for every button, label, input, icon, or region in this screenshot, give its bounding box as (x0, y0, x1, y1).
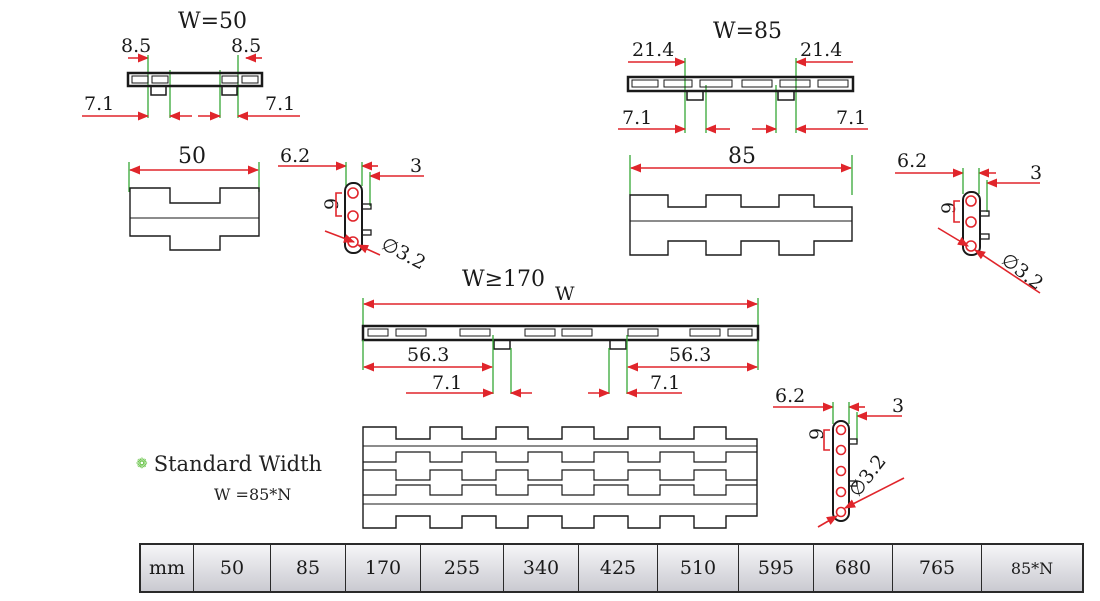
standard-width-label: ❁ Standard Width (136, 452, 322, 476)
w85-top-view: 85 (629, 144, 853, 256)
table-row: mm 50 85 170 255 340 425 510 595 680 765… (140, 544, 1083, 592)
table-cell: 85*N (981, 544, 1083, 592)
width-formula: W =85*N (214, 485, 292, 504)
w85-dim-bottom-right: 7.1 (836, 107, 866, 129)
w50-top-view: 50 (128, 144, 260, 251)
table-cell: 425 (578, 544, 658, 592)
table-cell: 680 (813, 544, 893, 592)
standard-width-text: Standard Width (153, 452, 323, 476)
side1-height: 9 (321, 198, 343, 210)
table-cell: 510 (657, 544, 739, 592)
w170-width-label: W (555, 283, 575, 305)
table-cell: 765 (892, 544, 982, 592)
w50-dim-top-right: 8.5 (231, 35, 261, 57)
side2-diameter: ∅3.2 (997, 249, 1047, 295)
table-cell: 170 (345, 544, 421, 592)
side1-pitch-left: 6.2 (280, 145, 310, 167)
table-cell: 255 (420, 544, 504, 592)
w85-dim-top-right: 21.4 (800, 39, 842, 61)
table-header-cell: mm (148, 557, 186, 579)
side2-height: 9 (938, 202, 960, 214)
side-view-1: 6.2 3 9 ∅3.2 (278, 145, 429, 274)
side-view-2: 6.2 3 9 ∅3.2 (895, 150, 1047, 295)
side3-diameter: ∅3.2 (845, 451, 891, 501)
side2-pitch-left: 6.2 (897, 150, 927, 172)
side3-pitch-right: 3 (892, 395, 904, 417)
w170-dim-bottom-left: 7.1 (432, 372, 462, 394)
w50-top-width-label: 50 (178, 144, 206, 169)
w50-dim-bottom-right: 7.1 (265, 93, 295, 115)
bullet-icon: ❁ (136, 456, 148, 472)
w85-section-view: W=85 21.4 21.4 7.1 7.1 (618, 19, 868, 134)
w85-title: W=85 (713, 19, 782, 44)
w170-title: W≥170 (462, 267, 545, 292)
table-cell: 340 (503, 544, 579, 592)
w50-dim-bottom-left: 7.1 (84, 93, 114, 115)
w170-dim-side-left: 56.3 (407, 344, 449, 366)
table-cell: 595 (738, 544, 814, 592)
w50-dim-top-left: 8.5 (121, 35, 151, 57)
w170-top-view (362, 426, 758, 529)
w85-top-width-label: 85 (728, 144, 756, 169)
w170-dim-bottom-right: 7.1 (650, 372, 680, 394)
side2-pitch-right: 3 (1030, 162, 1042, 184)
w50-section-view: W=50 8.5 8.5 7.1 7.1 (82, 9, 300, 121)
side1-diameter: ∅3.2 (378, 233, 430, 274)
w85-dim-bottom-left: 7.1 (622, 107, 652, 129)
w50-title: W=50 (178, 9, 247, 34)
w170-dim-side-right: 56.3 (669, 344, 711, 366)
table-cell: 85 (270, 544, 346, 592)
side3-height: 9 (806, 428, 828, 440)
side1-pitch-right: 3 (410, 155, 422, 177)
side3-pitch-left: 6.2 (775, 385, 805, 407)
w85-dim-top-left: 21.4 (632, 39, 674, 61)
standard-width-table: mm 50 85 170 255 340 425 510 595 680 765… (139, 543, 1084, 593)
w170-section-view: W≥170 W 56.3 56.3 7.1 7.1 (361, 267, 760, 398)
side-view-3: 6.2 3 9 ∅3.2 (773, 385, 905, 528)
table-cell: 50 (193, 544, 271, 592)
